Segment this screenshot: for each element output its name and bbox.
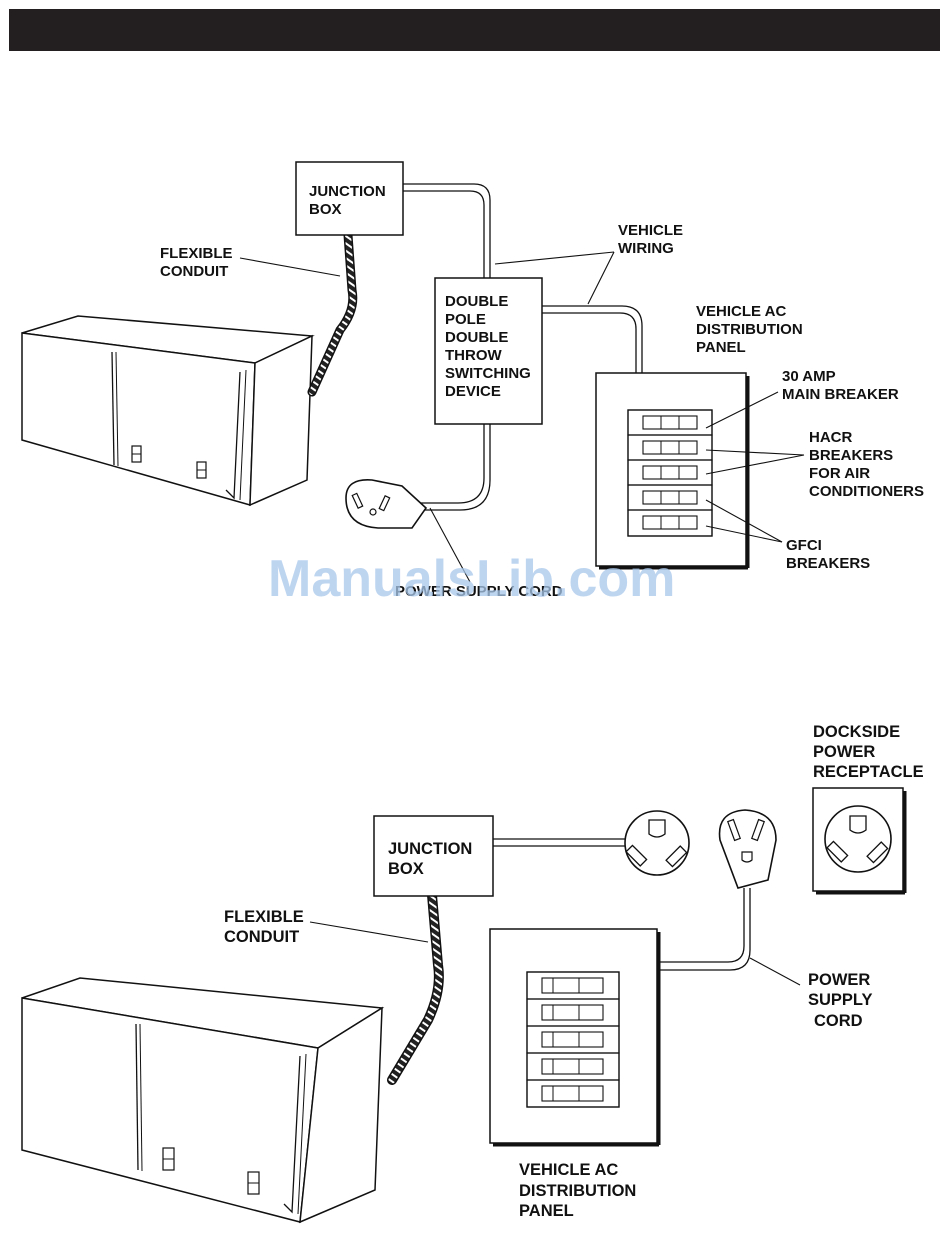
vehicle-wiring-label-1: VEHICLE bbox=[618, 222, 683, 239]
flexible-conduit-bottom-label-2: CONDUIT bbox=[224, 928, 299, 946]
power-supply-cord-top-label: POWER SUPPLY CORD bbox=[395, 583, 563, 600]
switching-device-label-1: DOUBLE bbox=[445, 293, 508, 310]
switching-device-label-4: THROW bbox=[445, 347, 502, 364]
hacr-label-4: CONDITIONERS bbox=[809, 483, 924, 500]
hacr-label-3: FOR AIR bbox=[809, 465, 870, 482]
ac-unit-bottom bbox=[21, 977, 385, 1224]
switching-device-label-6: DEVICE bbox=[445, 383, 501, 400]
junction-box-bottom bbox=[373, 815, 494, 897]
bottom-diagram: JUNCTION BOX bbox=[21, 723, 924, 1224]
switching-device-top bbox=[434, 277, 543, 425]
gfci-label-2: BREAKERS bbox=[786, 555, 870, 572]
junction-box-top bbox=[295, 161, 404, 236]
junction-box-bottom-label-1: JUNCTION bbox=[388, 840, 472, 858]
switching-device-label-2: POLE bbox=[445, 311, 486, 328]
switching-device-label-5: SWITCHING bbox=[445, 365, 531, 382]
switching-device-label-3: DOUBLE bbox=[445, 329, 508, 346]
breaker-5 bbox=[627, 509, 713, 537]
flexible-conduit-bottom-label-1: FLEXIBLE bbox=[224, 908, 304, 926]
junction-box-bottom-label-2: BOX bbox=[388, 860, 424, 878]
flexible-conduit-top-label-1: FLEXIBLE bbox=[160, 245, 233, 262]
watermark: ManualsLib.com bbox=[268, 550, 675, 608]
hacr-label-1: HACR bbox=[809, 429, 852, 446]
distribution-panel-top bbox=[595, 372, 750, 570]
main-breaker-label-2: MAIN BREAKER bbox=[782, 386, 899, 403]
dockside-label-2: POWER bbox=[813, 743, 875, 761]
power-supply-cord-bottom-label-3: CORD bbox=[814, 1012, 863, 1030]
vehicle-inlet bbox=[624, 810, 690, 876]
breaker-b1 bbox=[526, 971, 620, 1000]
power-supply-cord-bottom-label-1: POWER bbox=[808, 971, 870, 989]
dockside-receptacle bbox=[812, 787, 907, 895]
plug-bottom bbox=[718, 809, 777, 889]
distribution-panel-top-label-1: VEHICLE AC bbox=[696, 303, 786, 320]
dockside-label-1: DOCKSIDE bbox=[813, 723, 900, 741]
junction-box-top-label-2: BOX bbox=[309, 201, 342, 218]
distribution-panel-bottom bbox=[489, 928, 661, 1147]
svg-text:BOX: BOX bbox=[309, 201, 342, 218]
breaker-1 bbox=[627, 409, 713, 436]
vehicle-wiring-label-2: WIRING bbox=[618, 240, 674, 257]
plug-top bbox=[345, 479, 428, 529]
distribution-panel-bottom-label-3: PANEL bbox=[519, 1202, 574, 1220]
top-diagram: JUNCTION BOX DOUBLE POLE DOUBLE THROW SW… bbox=[21, 161, 924, 600]
header-bar bbox=[9, 9, 940, 51]
main-breaker-label-1: 30 AMP bbox=[782, 368, 836, 385]
flexible-conduit-top-label-2: CONDUIT bbox=[160, 263, 228, 280]
breaker-b5 bbox=[526, 1079, 620, 1108]
power-supply-cord-bottom-label-2: SUPPLY bbox=[808, 991, 873, 1009]
dockside-label-3: RECEPTACLE bbox=[813, 763, 924, 781]
gfci-label-1: GFCI bbox=[786, 537, 822, 554]
hacr-label-2: BREAKERS bbox=[809, 447, 893, 464]
junction-box-top-label-1: JUNCTION bbox=[309, 183, 386, 200]
svg-text:JUNCTION: JUNCTION bbox=[309, 183, 386, 200]
distribution-panel-top-label-2: DISTRIBUTION bbox=[696, 321, 803, 338]
distribution-panel-top-label-3: PANEL bbox=[696, 339, 746, 356]
distribution-panel-bottom-label-1: VEHICLE AC bbox=[519, 1161, 618, 1179]
distribution-panel-bottom-label-2: DISTRIBUTION bbox=[519, 1182, 636, 1200]
ac-unit-top bbox=[21, 315, 315, 507]
